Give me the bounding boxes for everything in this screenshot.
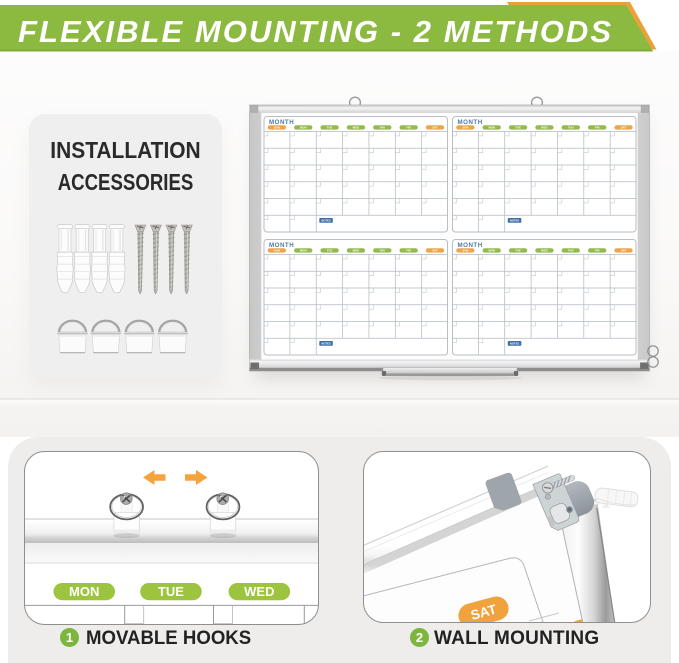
svg-text:TUE: TUE [158, 584, 184, 599]
svg-text:MON: MON [69, 584, 99, 599]
svg-text:WED: WED [244, 584, 274, 599]
svg-text:SAT: SAT [469, 601, 499, 622]
